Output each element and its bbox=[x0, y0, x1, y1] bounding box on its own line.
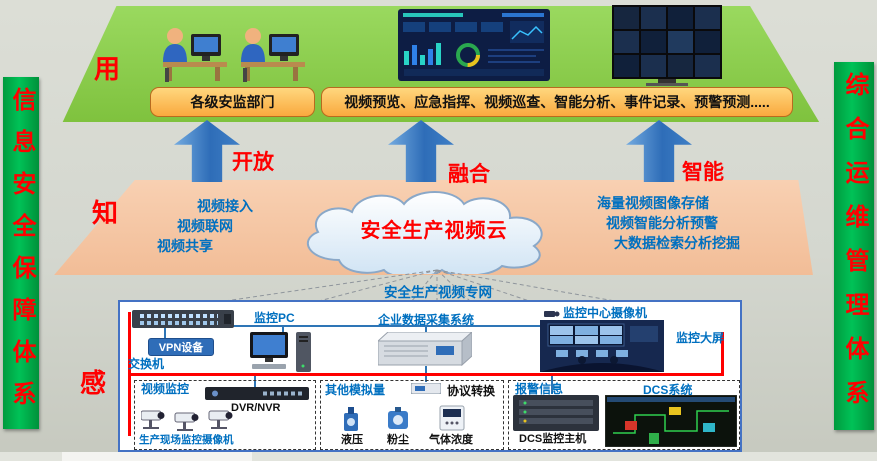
cloud-right-item-2: 视频智能分析预警 bbox=[606, 215, 718, 231]
video-group-box: 视频监控 DVR/NVR 生产现场监控摄像机 bbox=[134, 380, 316, 450]
arrow-fusion bbox=[388, 120, 454, 182]
dashboard-screenshot bbox=[398, 9, 550, 81]
center-camera-icon bbox=[544, 311, 560, 317]
monitor-pc-device bbox=[250, 332, 311, 372]
left-banner: 信息安全保障体系 bbox=[3, 77, 39, 429]
cloud-shape bbox=[306, 191, 543, 274]
cloud-right-item-3: 大数据检索分析挖掘 bbox=[614, 235, 740, 251]
field-cameras-label: 生产现场监控摄像机 bbox=[139, 434, 234, 446]
blue-stub-dcs bbox=[551, 376, 553, 394]
red-line-right bbox=[721, 332, 724, 376]
tag-know: 知 bbox=[92, 198, 119, 228]
right-banner-text: 综合运维管理体系 bbox=[841, 72, 868, 424]
blue-stub-dvr bbox=[254, 376, 256, 387]
dvr-device bbox=[205, 387, 309, 400]
dcs-group-box: 报警信息 DCS系统 DCS监控主机 bbox=[508, 380, 740, 450]
hydraulic-label: 液压 bbox=[341, 434, 363, 446]
dept-box-label: 各级安监部门 bbox=[190, 94, 275, 110]
video-wall bbox=[612, 5, 722, 86]
floor-highlight bbox=[62, 452, 252, 461]
dcs-host-device bbox=[513, 395, 599, 431]
dust-sensor bbox=[388, 407, 408, 429]
perception-box: VPN设备 交换机 监控PC 企业数据采集系统 监控中心摄像机 bbox=[118, 300, 742, 452]
arrow-intelligent-label: 智能 bbox=[682, 161, 724, 184]
protocol-converter-label: 协议转换 bbox=[447, 384, 496, 398]
floor-strip bbox=[0, 452, 877, 461]
blue-bus-line bbox=[230, 325, 610, 327]
hydraulic-sensor bbox=[344, 407, 358, 431]
red-line-horizontal bbox=[128, 373, 724, 376]
private-network-label: 安全生产视频专网 bbox=[384, 285, 492, 300]
dept-box: 各级安监部门 bbox=[150, 87, 315, 117]
blue-stub-vpn bbox=[164, 328, 166, 338]
tag-use: 用 bbox=[94, 54, 121, 84]
switch-label: 交换机 bbox=[128, 357, 165, 371]
field-cameras-image bbox=[141, 410, 233, 431]
dvr-label: DVR/NVR bbox=[231, 402, 281, 414]
cloud-left-item-3: 视频共享 bbox=[157, 238, 213, 254]
monitor-pc-label: 监控PC bbox=[254, 311, 295, 325]
apps-box-label: 视频预览、应急指挥、视频巡查、智能分析、事件记录、预警预测..... bbox=[344, 94, 770, 110]
arrow-open bbox=[174, 120, 240, 182]
apps-box: 视频预览、应急指挥、视频巡查、智能分析、事件记录、预警预测..... bbox=[321, 87, 793, 117]
alarm-info-label: 报警信息 bbox=[515, 382, 564, 396]
vpn-device-label: VPN设备 bbox=[148, 338, 214, 356]
protocol-converter-device bbox=[411, 383, 441, 394]
analog-group-title: 其他模拟量 bbox=[325, 383, 386, 397]
arrow-fusion-label: 融合 bbox=[448, 163, 490, 186]
video-group-title: 视频监控 bbox=[141, 382, 190, 396]
gas-sensor bbox=[439, 405, 465, 431]
cloud-left-item-1: 视频接入 bbox=[197, 198, 253, 214]
dcs-host-label: DCS监控主机 bbox=[519, 433, 587, 445]
control-room-image bbox=[540, 320, 664, 372]
center-camera-label: 监控中心摄像机 bbox=[563, 306, 648, 320]
cloud-right-item-1: 海量视频图像存储 bbox=[597, 195, 709, 211]
analog-group-box: 其他模拟量 协议转换 液压 粉尘 气体浓度 bbox=[320, 380, 504, 450]
blue-stub-pc bbox=[282, 325, 284, 334]
gas-label: 气体浓度 bbox=[429, 434, 473, 446]
blue-stub-collector bbox=[425, 325, 427, 334]
arrow-open-label: 开放 bbox=[232, 151, 274, 174]
cloud-left-item-2: 视频联网 bbox=[177, 218, 233, 234]
dust-label: 粉尘 bbox=[387, 434, 409, 446]
left-banner-text: 信息安全保障体系 bbox=[8, 87, 35, 423]
operators-clipart bbox=[163, 28, 305, 82]
dcs-system-label: DCS系统 bbox=[643, 383, 693, 397]
collector-label: 企业数据采集系统 bbox=[378, 313, 475, 327]
dcs-mimic-screen bbox=[605, 395, 737, 447]
tag-sense: 感 bbox=[80, 368, 107, 398]
collector-device bbox=[378, 332, 472, 366]
switch-device bbox=[132, 310, 234, 328]
big-screen-label: 监控大屏 bbox=[676, 331, 725, 345]
right-banner: 综合运维管理体系 bbox=[834, 62, 874, 430]
cloud-title: 安全生产视频云 bbox=[360, 220, 508, 242]
